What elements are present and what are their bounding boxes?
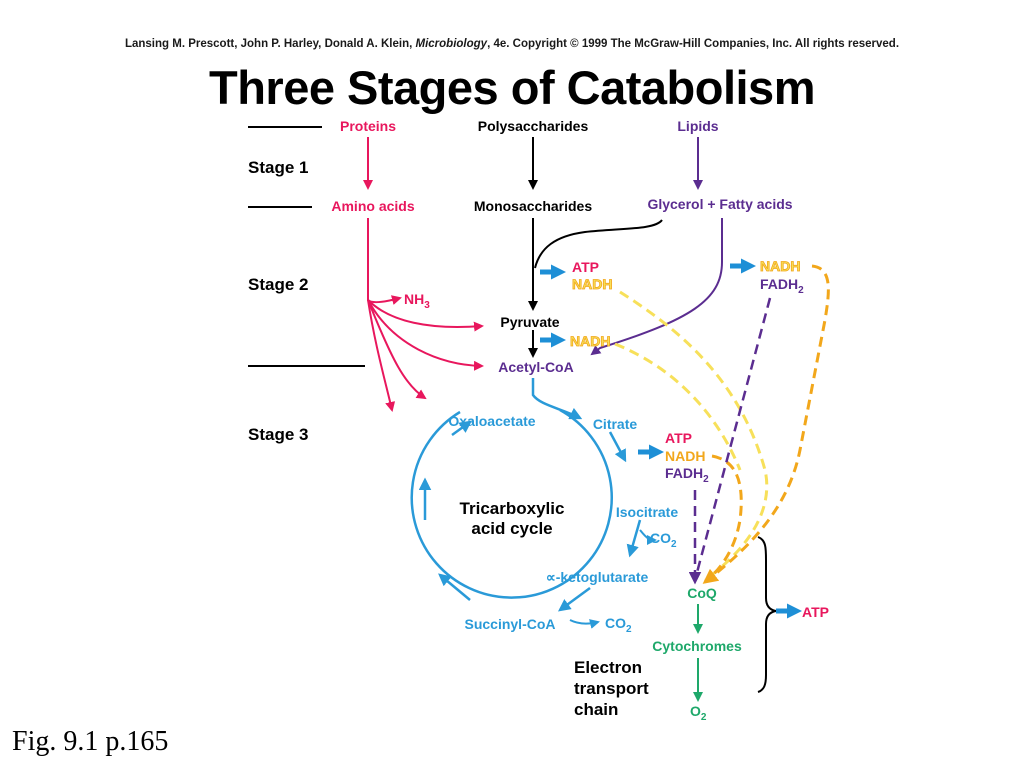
tca-cycle-ring <box>410 408 613 599</box>
figure-reference: Fig. 9.1 p.165 <box>12 726 169 757</box>
cycle-arrow-oxaloacetate <box>451 420 473 437</box>
glycolysis-nadh-dashed <box>619 290 769 582</box>
glycerol-fatty-acids-label: Glycerol + Fatty acids <box>647 196 792 212</box>
lipid-nadh-label: NADH <box>760 258 800 274</box>
pyruvate-nadh-dashed <box>614 342 742 471</box>
credit-rights: , 4e. Copyright © 1999 The McGraw-Hill C… <box>487 38 900 50</box>
etc-label-line3: chain <box>574 700 618 719</box>
monosaccharides-label: Monosaccharides <box>474 198 592 214</box>
amino-to-nh3-arrow <box>367 218 402 305</box>
citrate-label: Citrate <box>593 416 638 432</box>
etc-label-line2: transport <box>574 679 649 698</box>
fatty-acids-to-acetyl-path <box>590 218 723 356</box>
ketoglutarate-label: ∝-ketoglutarate <box>546 569 649 585</box>
co2-a-arrow <box>639 529 657 545</box>
etc-brace <box>757 536 777 693</box>
lipid-fadh2-dashed <box>693 297 772 581</box>
cycle-fadh2-label: FADH2 <box>665 465 709 485</box>
cycle-arrow-citrate <box>608 431 627 463</box>
oxaloacetate-label: Oxaloacetate <box>448 413 535 429</box>
credit-authors: Lansing M. Prescott, John P. Harley, Don… <box>124 38 416 50</box>
glycolysis-nadh-label: NADH <box>572 276 612 292</box>
page-title: Three Stages of Catabolism <box>209 61 816 114</box>
nh3-label: NH3 <box>404 291 430 311</box>
cycle-name-line2: acid cycle <box>471 519 552 538</box>
lipids-label: Lipids <box>677 118 718 134</box>
cycle-arrow-isocitrate <box>626 519 642 558</box>
etc-atp-label: ATP <box>802 604 829 620</box>
cytochromes-label: Cytochromes <box>652 638 742 654</box>
acetyl-to-cycle-path <box>531 378 583 420</box>
pyruvate-label: Pyruvate <box>500 314 559 330</box>
amino-to-oxaloacetate-arrow <box>367 299 427 400</box>
isocitrate-label: Isocitrate <box>616 504 678 520</box>
stage-2-label: Stage 2 <box>248 275 308 294</box>
polysaccharides-label: Polysaccharides <box>478 118 589 134</box>
glycolysis-atp-label: ATP <box>572 259 599 275</box>
cycle-atp-label: ATP <box>665 430 692 446</box>
copyright-credit: Lansing M. Prescott, John P. Harley, Don… <box>0 38 1024 50</box>
stage-3-label: Stage 3 <box>248 425 308 444</box>
o2-label: O2 <box>690 703 707 723</box>
co2-b-label: CO2 <box>605 615 632 635</box>
coq-label: CoQ <box>687 585 717 601</box>
co2-a-label: CO2 <box>650 530 677 550</box>
pyruvate-nadh-label: NADH <box>570 333 610 349</box>
amino-to-acetyl-arrow <box>367 299 484 371</box>
amino-acids-label: Amino acids <box>331 198 414 214</box>
stage-1-label: Stage 1 <box>248 158 308 177</box>
cycle-nadh-label: NADH <box>665 448 705 464</box>
amino-to-cycle-arrow <box>367 299 396 412</box>
succinyl-coa-label: Succinyl-CoA <box>464 616 555 632</box>
lipid-nadh-dashed <box>702 264 830 584</box>
cycle-nadh-dashed <box>704 454 743 584</box>
amino-to-pyruvate-arrow <box>367 299 484 332</box>
co2-b-arrow <box>569 619 600 629</box>
credit-book-title: Microbiology <box>415 38 488 50</box>
cycle-arrow-keto <box>557 586 591 612</box>
cycle-arrow-succinyl <box>438 573 471 601</box>
proteins-label: Proteins <box>340 118 396 134</box>
lipid-fadh2-label: FADH2 <box>760 276 804 296</box>
cycle-name-line1: Tricarboxylic <box>460 499 565 518</box>
acetyl-coa-label: Acetyl-CoA <box>498 359 573 375</box>
etc-label-line1: Electron <box>574 658 642 677</box>
glycerol-to-pyruvate-path <box>534 219 663 269</box>
